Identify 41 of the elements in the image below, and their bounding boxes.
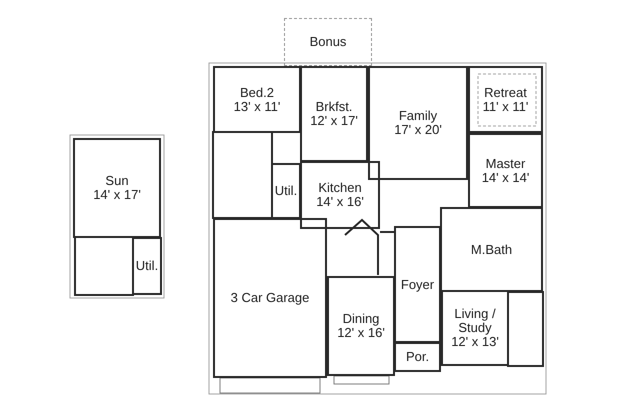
room <box>132 237 162 295</box>
room <box>300 66 368 162</box>
room-name: Kitchen <box>318 181 362 195</box>
room <box>440 207 543 292</box>
room-name: Util. <box>274 184 298 198</box>
room-dimensions: 13' x 11' <box>234 100 280 114</box>
room-name: Por. <box>406 350 430 364</box>
room-name: Dining <box>342 312 380 326</box>
room <box>213 218 327 378</box>
room <box>468 66 543 133</box>
room-name: Retreat <box>484 86 527 100</box>
room-name: Bonus <box>310 35 346 49</box>
room <box>73 138 161 238</box>
room <box>271 163 301 219</box>
room <box>213 66 301 133</box>
room-name: Family <box>398 109 438 123</box>
room <box>300 161 380 229</box>
room-dimensions: 14' x 14' <box>482 170 530 184</box>
room <box>394 342 441 372</box>
room-name: M.Bath <box>470 242 512 256</box>
room-dimensions: 12' x 16' <box>337 326 385 340</box>
room <box>284 18 372 66</box>
room <box>441 290 509 366</box>
room-dimensions: 11' x 11' <box>482 100 528 114</box>
room-name: Foyer <box>400 278 434 292</box>
room-name: Master <box>486 156 526 170</box>
room-dimensions: 12' x 13' <box>451 335 499 349</box>
room-name: Sun <box>105 174 129 188</box>
room-name: Living / Study <box>453 307 497 335</box>
room-dimensions: 14' x 16' <box>316 195 364 209</box>
room-name: 3 Car Garage <box>230 291 310 305</box>
room-name: Bed.2 <box>240 86 274 100</box>
room <box>468 133 543 208</box>
room <box>368 66 468 180</box>
room <box>394 226 441 343</box>
room-name: Brkfst. <box>316 100 352 114</box>
room <box>327 276 395 376</box>
room-name: Util. <box>136 259 158 273</box>
room-dimensions: 14' x 17' <box>93 188 141 202</box>
room-dimensions: 17' x 20' <box>394 123 442 137</box>
room-dimensions: 12' x 17' <box>310 114 358 128</box>
